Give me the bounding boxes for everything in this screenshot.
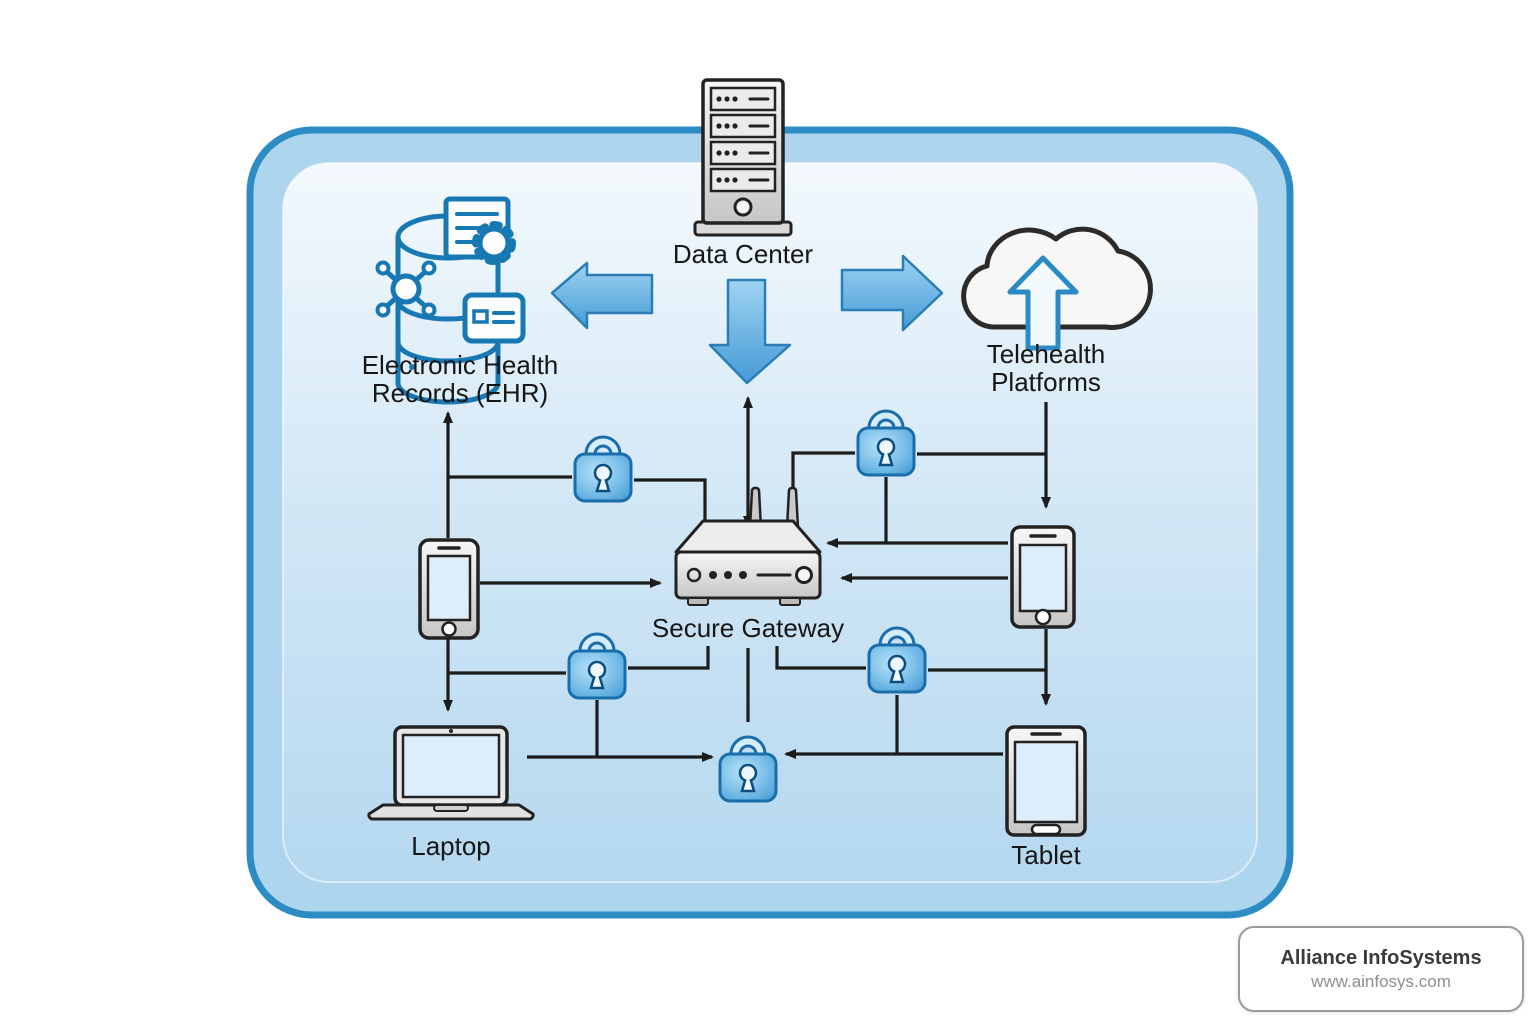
secure-gateway-label: Secure Gateway [652, 613, 844, 643]
connector-line [628, 646, 710, 670]
data-center-label: Data Center [673, 239, 814, 269]
tablet-label: Tablet [1011, 840, 1081, 870]
telehealth-label-line2: Platforms [991, 367, 1101, 397]
laptop-icon [367, 725, 535, 821]
router-icon [674, 486, 822, 606]
branding-badge: Alliance InfoSystems www.ainfosys.com [1238, 926, 1524, 1012]
connector-line [634, 478, 707, 526]
cloud-upload-icon [961, 226, 1153, 351]
company-website: www.ainfosys.com [1311, 971, 1451, 991]
smartphone-icon [418, 538, 480, 640]
database-icon [375, 196, 526, 405]
connector-lines [443, 396, 1051, 762]
flow-arrow-right [840, 254, 944, 332]
company-name: Alliance InfoSystems [1280, 946, 1482, 969]
connector-line [775, 646, 866, 670]
laptop-label: Laptop [411, 831, 491, 861]
tablet-icon [1010, 525, 1076, 629]
flow-arrow-left [550, 261, 654, 330]
server-icon [693, 78, 793, 237]
ehr-label-line2: Records (EHR) [372, 378, 548, 408]
ehr-label-line1: Electronic Health [362, 350, 559, 380]
upload-arrow-icon [1007, 255, 1079, 351]
tablet-icon [1005, 725, 1087, 837]
telehealth-label-line1: Telehealth [987, 339, 1106, 369]
flow-arrow-down [708, 278, 792, 385]
